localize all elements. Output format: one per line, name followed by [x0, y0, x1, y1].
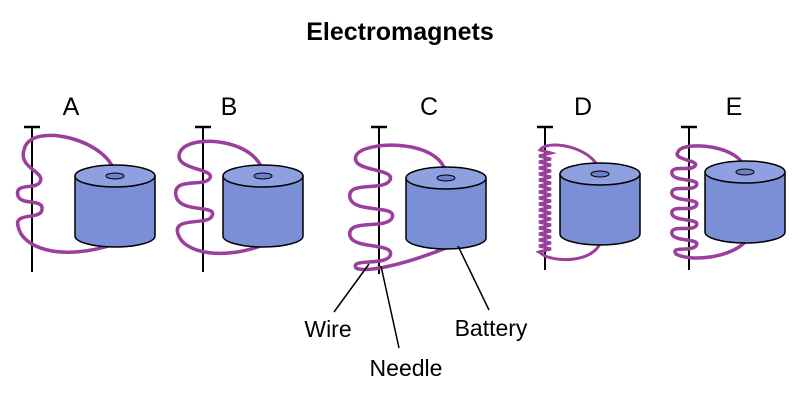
battery-label: Battery: [455, 315, 528, 341]
battery-c: [405, 166, 487, 250]
letter-a: A: [63, 93, 80, 121]
wire-label: Wire: [304, 316, 351, 342]
callouts: Wire Needle Battery: [304, 245, 528, 381]
battery-b: [222, 164, 304, 248]
wire-callout-line: [333, 263, 370, 313]
wire-b: [174, 139, 265, 256]
electromagnet-a: A: [15, 93, 156, 272]
wire-d: [535, 143, 602, 262]
needle-callout-line: [380, 265, 400, 349]
needle-label: Needle: [370, 355, 443, 381]
battery-e: [704, 160, 786, 244]
letter-b: B: [221, 93, 238, 121]
electromagnet-d: D: [535, 93, 641, 270]
diagram-title: Electromagnets: [306, 18, 494, 46]
battery-callout-line: [457, 245, 490, 311]
battery-a: [74, 164, 156, 248]
letter-c: C: [420, 93, 438, 121]
wire-c: [348, 143, 448, 272]
wire-e: [670, 144, 747, 260]
wire-a: [15, 133, 117, 254]
electromagnet-b: B: [174, 93, 304, 272]
letter-e: E: [726, 93, 743, 121]
battery-d: [559, 162, 641, 246]
electromagnet-e: E: [670, 93, 786, 270]
letter-d: D: [574, 93, 592, 121]
electromagnet-c: C: [348, 93, 487, 274]
